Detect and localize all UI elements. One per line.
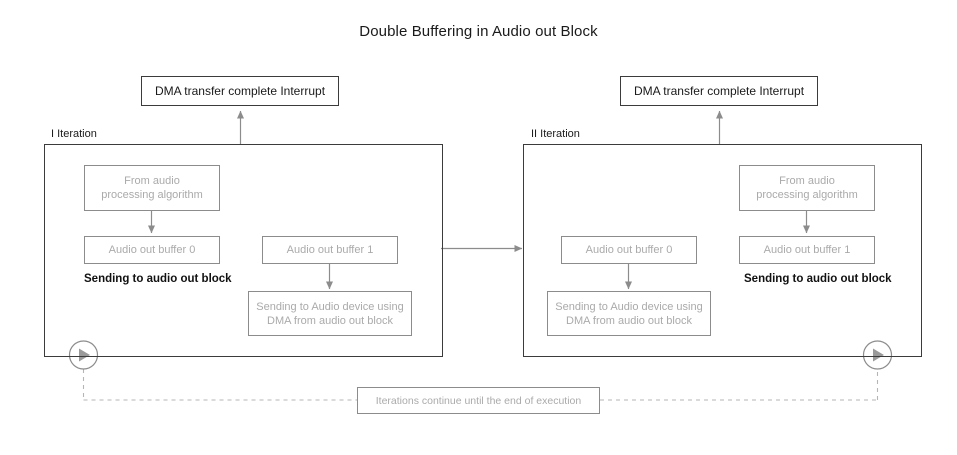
iteration-label-left: I Iteration: [51, 128, 97, 140]
audio-out-buffer-dma-right: Audio out buffer 0: [561, 236, 697, 264]
buffer-label: Audio out buffer 0: [585, 244, 673, 256]
interrupt-label: DMA transfer complete Interrupt: [154, 84, 326, 98]
from-audio-box-right: From audio processing algorithm: [739, 165, 875, 211]
dma-send-box-right: Sending to Audio device using DMA from a…: [547, 291, 711, 336]
interrupt-label: DMA transfer complete Interrupt: [633, 84, 805, 98]
from-audio-box-left: From audio processing algorithm: [84, 165, 220, 211]
dma-send-box-left: Sending to Audio device using DMA from a…: [248, 291, 412, 336]
audio-out-buffer-active-left: Audio out buffer 0: [84, 236, 220, 264]
buffer-label: Audio out buffer 1: [763, 244, 851, 256]
dma-send-line2: DMA from audio out block: [566, 314, 692, 327]
from-audio-line2: processing algorithm: [101, 189, 203, 201]
iteration-panel-right: [523, 144, 922, 357]
interrupt-box-left: DMA transfer complete Interrupt: [141, 76, 339, 106]
buffer-label: Audio out buffer 0: [108, 244, 196, 256]
loop-note-box: Iterations continue until the end of exe…: [357, 387, 600, 414]
from-audio-line1: From audio: [124, 175, 180, 187]
interrupt-box-right: DMA transfer complete Interrupt: [620, 76, 818, 106]
audio-out-buffer-dma-left: Audio out buffer 1: [262, 236, 398, 264]
sending-label-left: Sending to audio out block: [84, 273, 232, 285]
audio-out-buffer-active-right: Audio out buffer 1: [739, 236, 875, 264]
from-audio-line2: processing algorithm: [756, 189, 858, 201]
page-title: Double Buffering in Audio out Block: [359, 23, 598, 40]
from-audio-line1: From audio: [779, 175, 835, 187]
dma-send-line1: Sending to Audio device using: [555, 300, 703, 313]
sending-label-right: Sending to audio out block: [744, 273, 892, 285]
dma-send-line2: DMA from audio out block: [267, 314, 393, 327]
loop-note-label: Iterations continue until the end of exe…: [375, 394, 582, 407]
buffer-label: Audio out buffer 1: [286, 244, 374, 256]
dma-send-line1: Sending to Audio device using: [256, 300, 404, 313]
iteration-panel-left: [44, 144, 443, 357]
iteration-label-right: II Iteration: [531, 128, 580, 140]
